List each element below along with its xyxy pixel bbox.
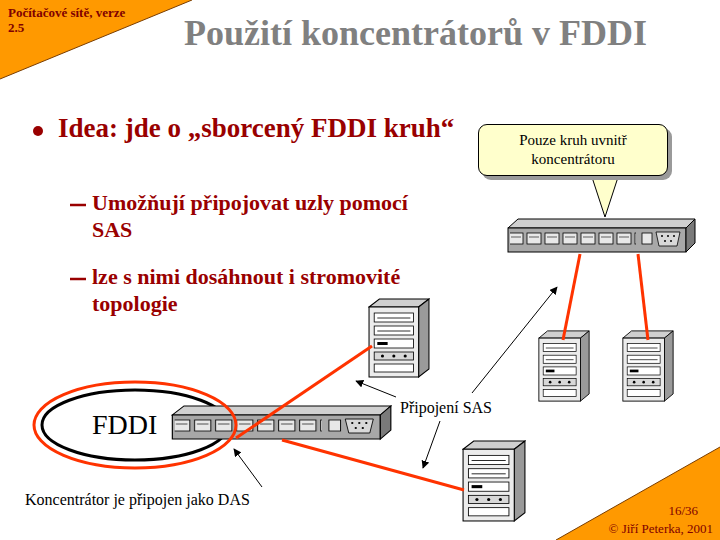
- server: [463, 441, 525, 521]
- leader-arrow: [356, 381, 396, 397]
- copyright: © Jiří Peterka, 2001: [609, 521, 713, 537]
- bullet-dot: [33, 126, 43, 136]
- bullet-text: Idea: jde o „sborcený FDDI kruh“: [58, 112, 463, 144]
- concentrator: [508, 219, 695, 252]
- leader-arrow: [234, 449, 262, 487]
- leader-arrow: [472, 287, 557, 393]
- bullet-dash: [70, 204, 86, 207]
- fddi-ring: FDDI: [40, 388, 230, 462]
- sas-link: [638, 254, 648, 340]
- ring-name: FDDI: [92, 410, 157, 441]
- callout-box: Pouze kruh uvnitř koncentrátoru: [478, 124, 668, 176]
- callout-text: Pouze kruh uvnitř koncentrátoru: [489, 131, 657, 169]
- corner-triangle: [0, 0, 192, 79]
- server: [539, 331, 589, 401]
- concentrator: [172, 406, 390, 439]
- annotation: Připojení SAS: [400, 398, 492, 417]
- sas-link: [236, 346, 372, 438]
- leader-arrow: [423, 421, 440, 468]
- annotation: Koncentrátor je připojen jako DAS: [25, 490, 250, 509]
- bullet-dash: [70, 278, 86, 281]
- sas-link: [563, 254, 580, 340]
- server: [369, 299, 429, 377]
- sas-link: [282, 440, 464, 490]
- highlight-ellipse: [34, 382, 236, 468]
- slide-title: Použití koncentrátorů v FDDI: [184, 12, 647, 55]
- sub-bullet-text: Umožňují připojovat uzly pomocí SAS: [92, 190, 414, 244]
- server: [623, 331, 673, 401]
- sub-bullet-text: lze s nimi dosáhnout i stromovité topolo…: [92, 264, 414, 318]
- corner-triangle: [556, 447, 720, 540]
- corner-caption: Počítačové sítě, verze 2.5: [8, 6, 126, 36]
- page-number: 16/36: [668, 503, 698, 519]
